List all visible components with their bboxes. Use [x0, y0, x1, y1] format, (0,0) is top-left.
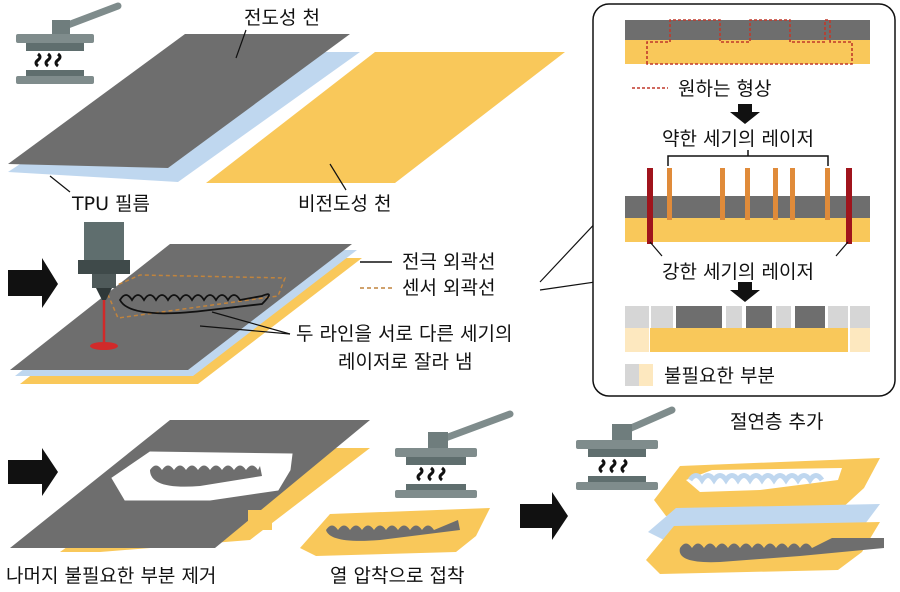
bonded-sensor-step3	[300, 508, 490, 556]
laser-head-icon	[78, 222, 130, 350]
electrode-outline-path	[118, 293, 270, 315]
desired-shape-outline	[646, 19, 853, 65]
heat-press-icon-2	[395, 410, 514, 498]
legend-unnecessary-gray	[625, 364, 639, 386]
label-nonconductive-fabric: 비전도성 천	[298, 193, 391, 215]
leader-nonconductive	[329, 163, 347, 191]
label-electrode-outline: 전극 외곽선	[402, 251, 495, 273]
label-weak-laser: 약한 세기의 레이저	[662, 128, 814, 150]
heat-press-icon	[16, 2, 122, 84]
label-tpu-film: TPU 필름	[71, 193, 150, 215]
stacked-fabric-step2	[10, 244, 362, 384]
leader-laser-cut-b	[199, 325, 291, 335]
label-add-insulation: 절연층 추가	[730, 411, 823, 433]
label-laser-cut-line2: 레이저로 잘라 냄	[338, 351, 472, 373]
label-conductive-fabric: 전도성 천	[244, 7, 320, 29]
weak-laser-bracket	[667, 150, 829, 166]
sensor-outline-path	[105, 274, 287, 319]
leader-strong-right	[835, 241, 849, 257]
legend-unnecessary-yellow	[639, 364, 653, 386]
leader-tpu	[49, 175, 71, 193]
label-heat-press: 열 압착으로 접착	[330, 565, 464, 587]
strong-laser-beams	[647, 168, 852, 244]
leader-strong-left	[649, 241, 663, 257]
label-unnecessary-part: 불필요한 부분	[664, 365, 775, 387]
leader-laser-cut-a	[211, 311, 291, 335]
label-remove-unnecessary: 나머지 불필요한 부분 제거	[6, 565, 216, 587]
laser-detail-inset: 원하는 형상 약한 세기의 레이저 강한 세기의 레이저	[592, 3, 896, 397]
inset-arrow-down-2	[730, 282, 760, 302]
label-strong-laser: 강한 세기의 레이저	[662, 261, 814, 283]
trimmed-fabric-step3	[10, 420, 370, 552]
label-laser-cut-line1: 두 라인을 서로 다른 세기의	[296, 323, 512, 345]
conductive-fabric-layer	[8, 34, 350, 168]
label-sensor-outline: 센서 외곽선	[402, 277, 495, 299]
nonconductive-fabric-layer	[206, 52, 565, 183]
step-arrow-2	[8, 258, 58, 308]
weak-laser-beams	[667, 168, 830, 220]
label-desired-shape: 원하는 형상	[678, 78, 771, 100]
step-arrow-3	[8, 448, 58, 496]
inset-arrow-down-1	[730, 104, 760, 124]
insulated-sensor-stack	[646, 458, 884, 574]
heat-press-icon-3	[576, 406, 676, 490]
leader-conductive	[235, 29, 247, 59]
step-arrow-4	[520, 492, 568, 540]
